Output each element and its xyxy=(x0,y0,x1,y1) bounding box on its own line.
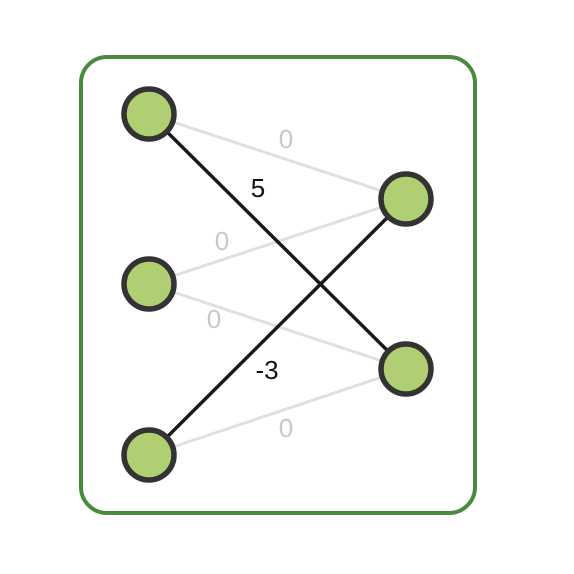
input-node xyxy=(121,86,177,142)
edge-weight-label: 0 xyxy=(207,304,221,334)
edge-weight-label: 0 xyxy=(215,226,229,256)
active-edge xyxy=(147,112,408,371)
edge-weight-label: -3 xyxy=(255,355,278,385)
output-node xyxy=(378,341,434,397)
layer-frame xyxy=(79,55,477,515)
edge-weight-label: 0 xyxy=(279,413,293,443)
input-node xyxy=(121,427,177,483)
edge-weight-label: 5 xyxy=(251,173,265,203)
inactive-edge xyxy=(148,112,407,201)
inactive-edge xyxy=(148,367,407,457)
edge-weight-label: 0 xyxy=(279,124,293,154)
input-node xyxy=(121,256,177,312)
active-edge xyxy=(147,197,408,457)
output-node xyxy=(378,171,434,227)
